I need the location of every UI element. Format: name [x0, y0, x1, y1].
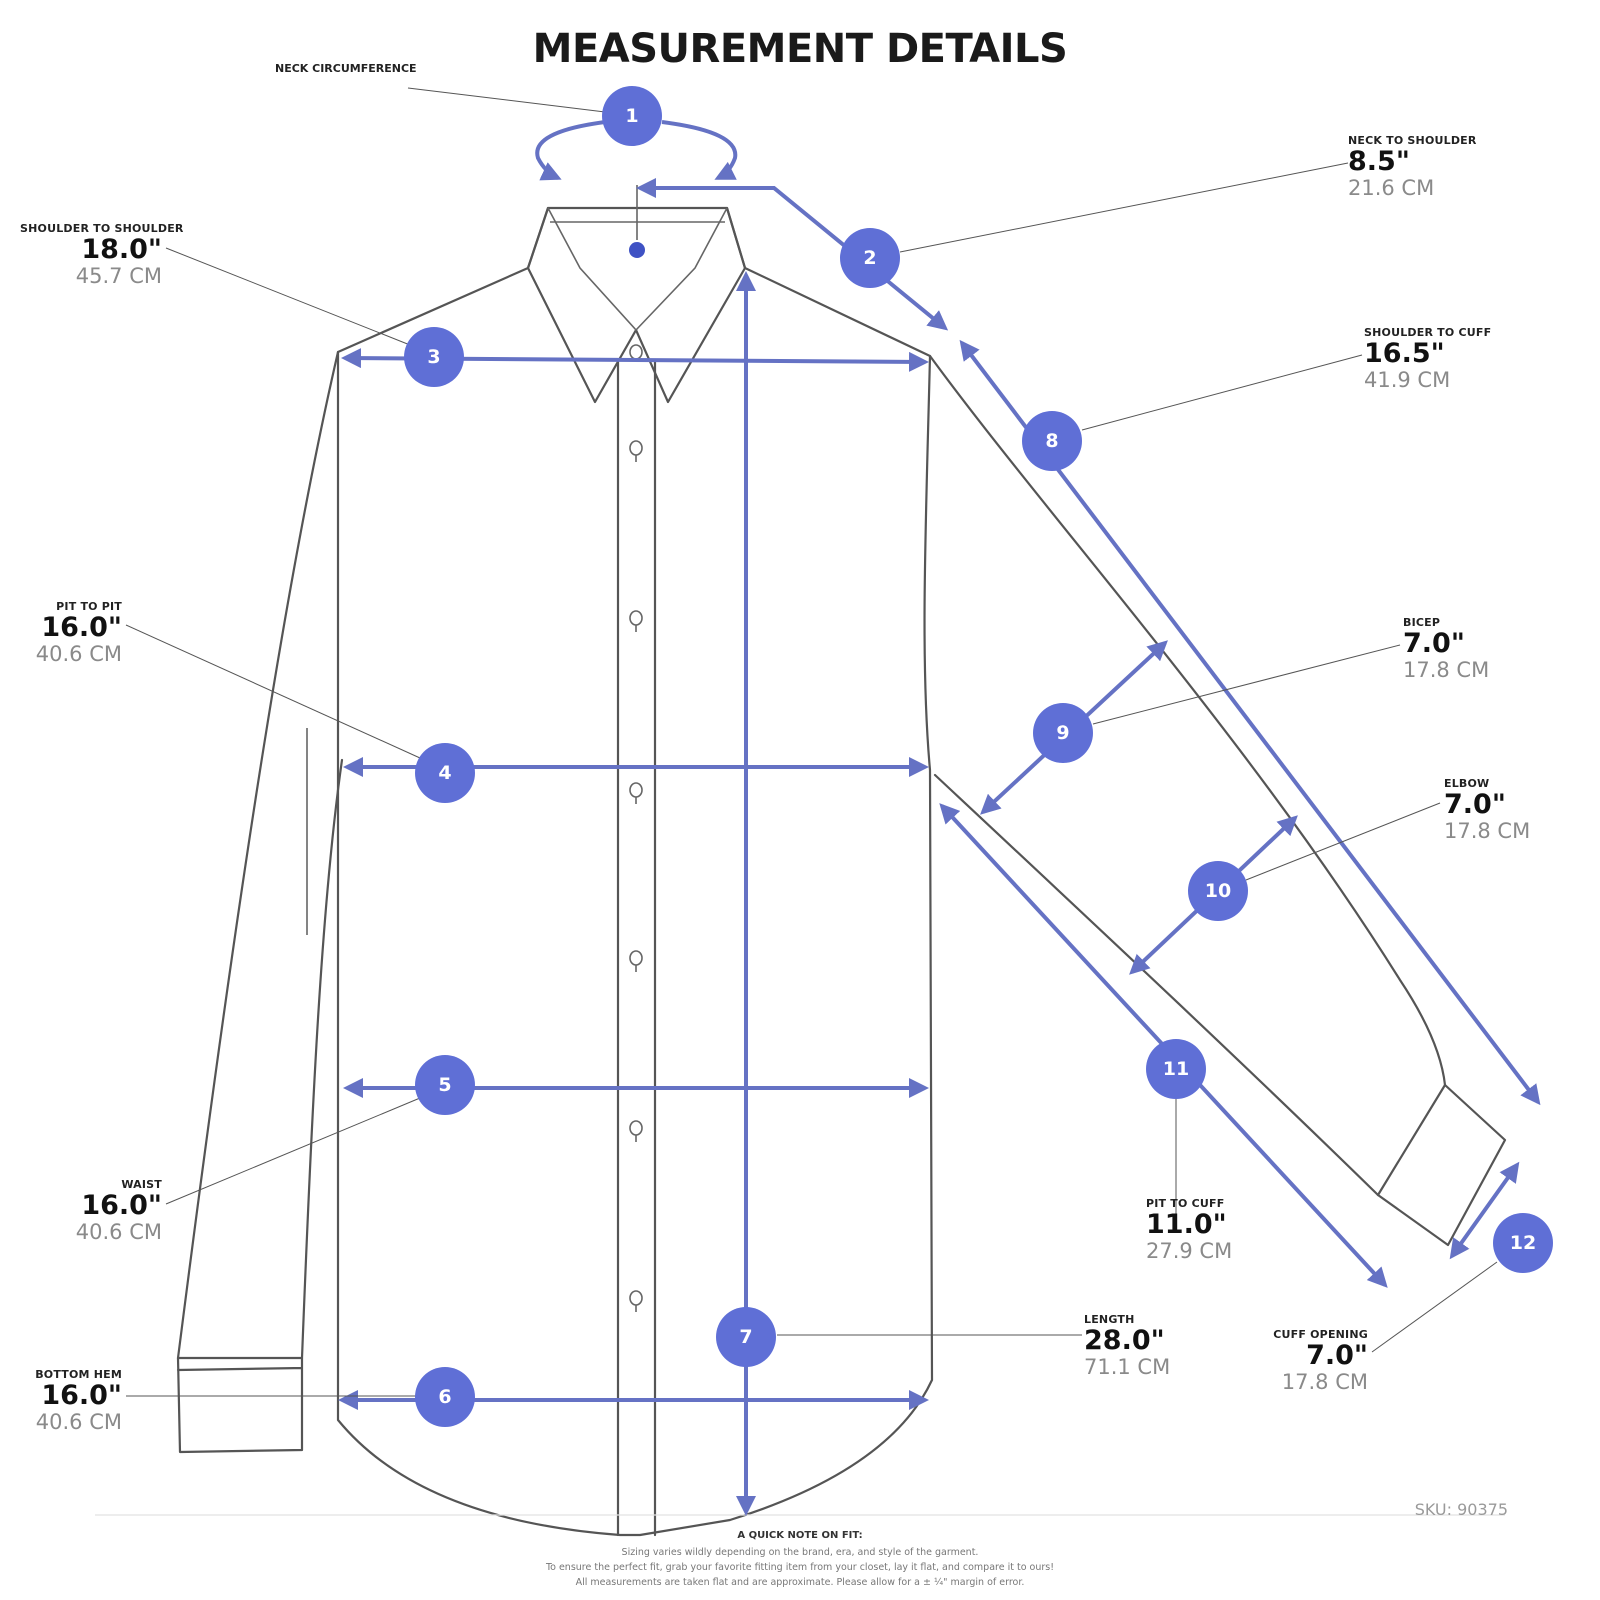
- measurement-inches: 7.0": [1403, 628, 1465, 659]
- leader-waist: [165, 1097, 421, 1205]
- measurement-pit-to-cuff: PIT TO CUFF 11.0" 27.9 CM: [1146, 1197, 1232, 1262]
- arrow-neck-left: [535, 120, 606, 181]
- measurement-arrows: [338, 120, 1541, 1516]
- marker-2: 2: [840, 228, 900, 288]
- marker-11-number: 11: [1163, 1058, 1189, 1080]
- measurement-cm: 17.8 CM: [1403, 658, 1490, 682]
- measurement-neck-to-shoulder: NECK TO SHOULDER 8.5" 21.6 CM: [1348, 134, 1477, 199]
- marker-10: 10: [1188, 861, 1248, 921]
- arrow-cuff-opening: [1449, 1161, 1520, 1260]
- fit-note-line: Sizing varies wildly depending on the br…: [621, 1547, 979, 1558]
- measurement-inches: 11.0": [1146, 1209, 1227, 1240]
- fit-note-title: A QUICK NOTE ON FIT:: [737, 1530, 863, 1541]
- measurement-cm: 40.6 CM: [35, 1410, 122, 1434]
- measurement-inches: 18.0": [81, 234, 162, 265]
- marker-5: 5: [415, 1055, 475, 1115]
- measurement-label: WAIST: [121, 1178, 162, 1191]
- measurement-inches: 16.5": [1364, 338, 1445, 369]
- measurement-length: LENGTH 28.0" 71.1 CM: [1084, 1313, 1170, 1378]
- measurement-label: ELBOW: [1444, 777, 1490, 790]
- measurement-shoulder-to-cuff: SHOULDER TO CUFF 16.5" 41.9 CM: [1364, 326, 1491, 391]
- measurement-label: PIT TO CUFF: [1146, 1197, 1225, 1210]
- left-cuff: [176, 1356, 304, 1454]
- marker-3: 3: [404, 327, 464, 387]
- marker-11: 11: [1146, 1039, 1206, 1099]
- shirt-placket: [616, 358, 657, 1537]
- measurement-elbow: ELBOW 7.0" 17.8 CM: [1444, 777, 1530, 842]
- measurement-label: PIT TO PIT: [56, 600, 122, 613]
- arrow-neck-right: [661, 120, 738, 180]
- measurement-inches: 16.0": [81, 1190, 162, 1221]
- measurement-cm: 17.8 CM: [1444, 819, 1531, 843]
- measurement-cm: 21.6 CM: [1348, 176, 1435, 200]
- measurement-label: SHOULDER TO CUFF: [1364, 326, 1492, 339]
- marker-12: 12: [1493, 1213, 1553, 1273]
- leader-neck: [407, 87, 606, 113]
- marker-4: 4: [415, 743, 475, 803]
- measurement-label: LENGTH: [1084, 1313, 1135, 1326]
- neck-dot: [629, 242, 645, 258]
- leader-lines: [125, 87, 1498, 1397]
- marker-2-number: 2: [863, 247, 876, 269]
- shirt-body: [336, 206, 934, 1537]
- measurement-label: BOTTOM HEM: [35, 1368, 122, 1381]
- left-sleeve: [176, 350, 344, 1360]
- marker-8-number: 8: [1045, 430, 1058, 452]
- measurement-cm: 45.7 CM: [75, 264, 162, 288]
- marker-6: 6: [415, 1367, 475, 1427]
- measurement-inches: 7.0": [1444, 789, 1506, 820]
- leader-shoulder-to-shoulder: [165, 247, 411, 346]
- marker-9: 9: [1033, 703, 1093, 763]
- measurement-shoulder-to-shoulder: SHOULDER TO SHOULDER 18.0" 45.7 CM: [20, 222, 184, 288]
- measurement-bottom-hem: BOTTOM HEM 16.0" 40.6 CM: [20, 1368, 122, 1433]
- measurement-pit-to-pit: PIT TO PIT 16.0" 40.6 CM: [20, 600, 122, 665]
- measurement-inches: 16.0": [41, 1380, 122, 1411]
- fit-note-line: To ensure the perfect fit, grab your fav…: [545, 1562, 1055, 1573]
- measurement-cm: 27.9 CM: [1146, 1239, 1233, 1263]
- measurement-bicep: BICEP 7.0" 17.8 CM: [1403, 616, 1489, 681]
- measurement-inches: 8.5": [1348, 146, 1410, 177]
- measurement-cm: 17.8 CM: [1281, 1370, 1368, 1394]
- measurement-label: SHOULDER TO SHOULDER: [20, 222, 184, 235]
- measurement-inches: 16.0": [41, 612, 122, 643]
- measurement-inches: 28.0": [1084, 1325, 1165, 1356]
- leader-pit-to-pit: [125, 624, 421, 759]
- marker-7: 7: [716, 1307, 776, 1367]
- measurement-cm: 41.9 CM: [1364, 368, 1451, 392]
- sku-label: SKU: 90375: [1414, 1500, 1508, 1519]
- leader-cuff-opening: [1371, 1261, 1498, 1353]
- measurement-label: CUFF OPENING: [1273, 1328, 1368, 1341]
- fit-note-line: All measurements are taken flat and are …: [575, 1577, 1025, 1588]
- measurement-cm: 40.6 CM: [35, 642, 122, 666]
- leader-neck-to-shoulder: [899, 162, 1349, 253]
- leader-elbow: [1245, 802, 1441, 881]
- marker-9-number: 9: [1056, 722, 1069, 744]
- leader-shoulder-to-cuff: [1081, 354, 1363, 431]
- marker-10-number: 10: [1205, 880, 1231, 902]
- measurement-inches: 7.0": [1306, 1340, 1368, 1371]
- marker-1-number: 1: [625, 105, 638, 127]
- marker-5-number: 5: [438, 1074, 451, 1096]
- leader-bicep: [1092, 644, 1401, 725]
- marker-7-number: 7: [739, 1326, 752, 1348]
- measurement-cm: 71.1 CM: [1084, 1355, 1171, 1379]
- marker-6-number: 6: [438, 1386, 451, 1408]
- marker-8: 8: [1022, 411, 1082, 471]
- measurement-waist: WAIST 16.0" 40.6 CM: [20, 1178, 162, 1243]
- fit-note: A QUICK NOTE ON FIT: Sizing varies wildl…: [0, 1530, 1600, 1590]
- marker-3-number: 3: [427, 346, 440, 368]
- neck-circumference-label: NECK CIRCUMFERENCE: [275, 62, 417, 75]
- page-title: MEASUREMENT DETAILS: [532, 26, 1068, 72]
- marker-12-number: 12: [1510, 1232, 1536, 1254]
- measurement-label: NECK TO SHOULDER: [1348, 134, 1477, 147]
- measurement-markers: 1 2 3 4 5 6 7 8 9 10 11 12: [404, 86, 1553, 1427]
- marker-4-number: 4: [438, 762, 451, 784]
- measurement-label: BICEP: [1403, 616, 1441, 629]
- marker-1: 1: [602, 86, 662, 146]
- shirt-buttons: [629, 344, 643, 1312]
- measurement-cm: 40.6 CM: [75, 1220, 162, 1244]
- measurement-cuff-opening: CUFF OPENING 7.0" 17.8 CM: [1236, 1328, 1368, 1393]
